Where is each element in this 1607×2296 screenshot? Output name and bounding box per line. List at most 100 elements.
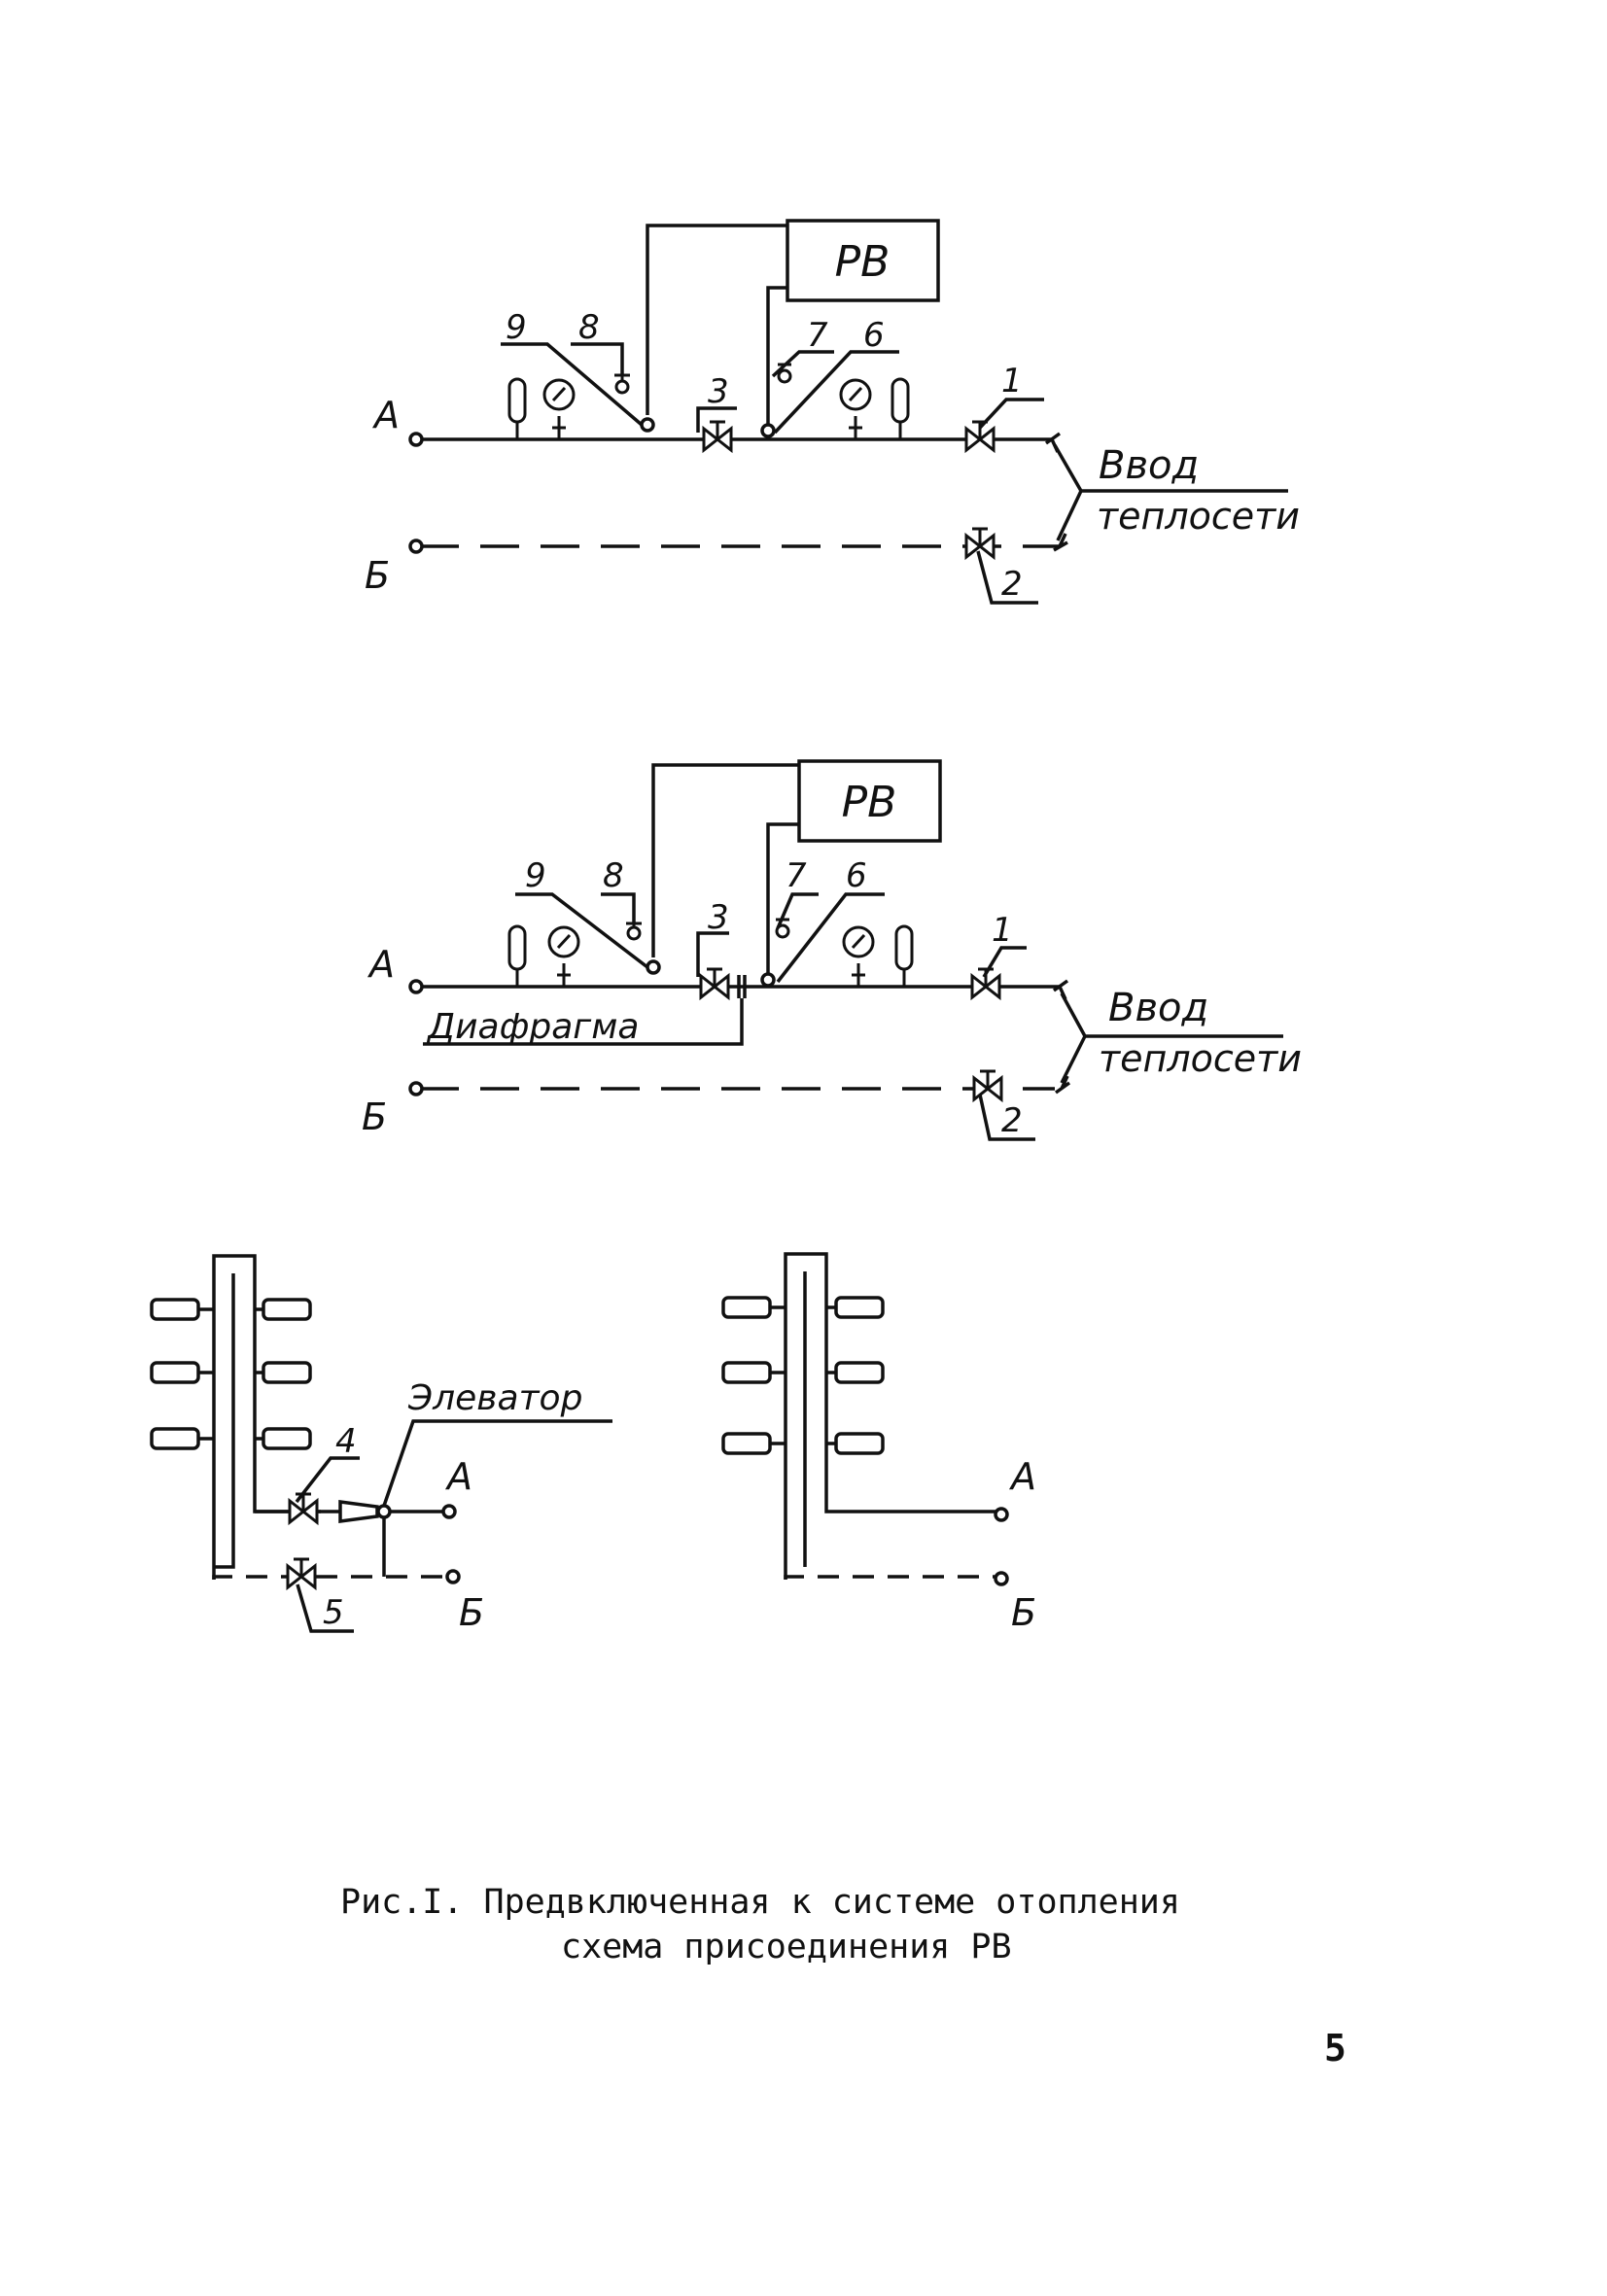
riser-outline — [784, 1252, 996, 1580]
figure-caption-line1: Рис.I. Предвключенная к системе отоплени… — [340, 1883, 1180, 1922]
regulator-label: РВ — [835, 237, 891, 287]
callout-2: 2 — [1001, 1101, 1023, 1140]
impulse-line-before — [651, 763, 799, 957]
diagram-1 — [408, 219, 1288, 605]
inlet-label-line1: Ввод — [1108, 986, 1208, 1030]
callout-3: 3 — [708, 898, 729, 937]
callout-1-leader — [982, 946, 1027, 978]
regulator-box — [786, 219, 940, 302]
return-end-node — [445, 1569, 461, 1584]
valve-1-icon — [964, 420, 996, 452]
callout-7-leader — [515, 892, 649, 969]
radiator-icon — [721, 1361, 772, 1384]
callout-7: 9 — [525, 856, 546, 895]
callout-3-leader — [696, 931, 729, 977]
callout-7-leader — [501, 342, 644, 427]
supply-label: А — [367, 943, 395, 986]
supply-start-node — [408, 432, 424, 447]
inlet-label-line2: теплосети — [1099, 1037, 1302, 1080]
page-number: 5 — [1324, 2027, 1346, 2070]
callout-4-leader — [295, 1456, 360, 1504]
pressure-gauge-icon — [839, 378, 872, 441]
elevator-node — [376, 1504, 392, 1519]
callout-2-leader — [978, 1094, 1035, 1141]
supply-end-node — [994, 1507, 1009, 1522]
elevator-icon — [338, 1500, 379, 1523]
figure-caption-line2: схема присоединения РВ — [561, 1928, 1012, 1966]
radiator-icon — [834, 1296, 885, 1319]
sampling-valve-icon — [626, 922, 642, 941]
impulse-tap-node-2 — [760, 972, 776, 988]
radiator-icon — [150, 1427, 200, 1450]
inlet-label-line2: теплосети — [1097, 495, 1300, 538]
callout-8-leader — [771, 350, 834, 378]
supply-label: А — [444, 1455, 472, 1498]
pressure-gauge-icon — [547, 925, 580, 989]
temp-gauge-icon — [894, 924, 914, 989]
return-line — [212, 1575, 449, 1580]
pressure-gauge-icon — [842, 925, 875, 989]
callout-5-leader — [296, 1583, 354, 1633]
callout-9-leader — [571, 342, 624, 375]
return-label: Б — [362, 1096, 387, 1138]
radiator-icon — [150, 1298, 200, 1321]
temp-gauge-icon — [507, 377, 527, 441]
valve-4-icon — [288, 1492, 319, 1524]
return-end-node — [994, 1571, 1009, 1586]
inlet-break-return — [1053, 533, 1068, 552]
regulator-box — [797, 759, 942, 843]
callout-6: 6 — [846, 856, 867, 895]
callout-6: 6 — [863, 316, 885, 355]
impulse-line-before — [646, 224, 787, 415]
radiator-icon — [262, 1361, 312, 1384]
sampling-valve-8-icon — [777, 363, 792, 384]
valve-3-icon — [702, 420, 733, 452]
valve-3-icon — [699, 967, 730, 999]
callout-2-leader — [976, 550, 1038, 605]
inlet-break-return — [1054, 1075, 1071, 1095]
return-label: Б — [1011, 1591, 1036, 1634]
supply-start-node — [408, 979, 424, 994]
callout-3-leader — [696, 406, 737, 433]
diaphragm-leader — [423, 998, 744, 1046]
inlet-label-line1: Ввод — [1099, 443, 1199, 488]
impulse-line-after — [766, 286, 787, 433]
pressure-gauge-icon — [542, 378, 576, 441]
inlet-leader-2 — [1060, 1035, 1087, 1084]
callout-6-leader — [773, 350, 899, 435]
valve-1-icon — [970, 967, 1001, 999]
diagram-2 — [408, 759, 1283, 1141]
temp-gauge-icon — [507, 924, 527, 989]
diagram-4 — [768, 1252, 1009, 1586]
callout-7: 9 — [506, 308, 527, 347]
callout-1: 1 — [1001, 362, 1023, 400]
elevator-leader — [382, 1419, 612, 1507]
impulse-line-after — [766, 822, 799, 982]
valve-5-icon — [286, 1557, 317, 1589]
diaphragm-label: Диафрагма — [426, 1007, 639, 1047]
regulator-label: РВ — [842, 778, 897, 827]
callout-3: 3 — [708, 372, 729, 411]
radiator-icon — [262, 1298, 312, 1321]
inlet-leader-2 — [1056, 490, 1083, 541]
callout-2: 2 — [1001, 565, 1023, 604]
callout-4: 4 — [335, 1422, 357, 1461]
radiator-icon — [721, 1296, 772, 1319]
valve-2-icon — [972, 1069, 1003, 1101]
callout-8: 7 — [786, 856, 807, 895]
supply-label: А — [371, 394, 400, 436]
callout-1: 1 — [992, 911, 1013, 950]
radiator-icon — [150, 1361, 200, 1384]
impulse-tap-node — [640, 417, 655, 433]
impulse-tap-node-2 — [760, 423, 776, 438]
callout-8: 7 — [807, 316, 828, 355]
return-start-node — [408, 1081, 424, 1096]
callout-9: 8 — [578, 308, 600, 347]
inlet-break-supply — [1052, 979, 1069, 1000]
supply-label: А — [1008, 1455, 1036, 1498]
callout-8-leader — [776, 892, 819, 929]
radiator-icon — [834, 1361, 885, 1384]
impulse-tap-node — [646, 959, 661, 975]
sampling-valve-icon — [614, 373, 630, 395]
callout-9: 8 — [603, 856, 624, 895]
